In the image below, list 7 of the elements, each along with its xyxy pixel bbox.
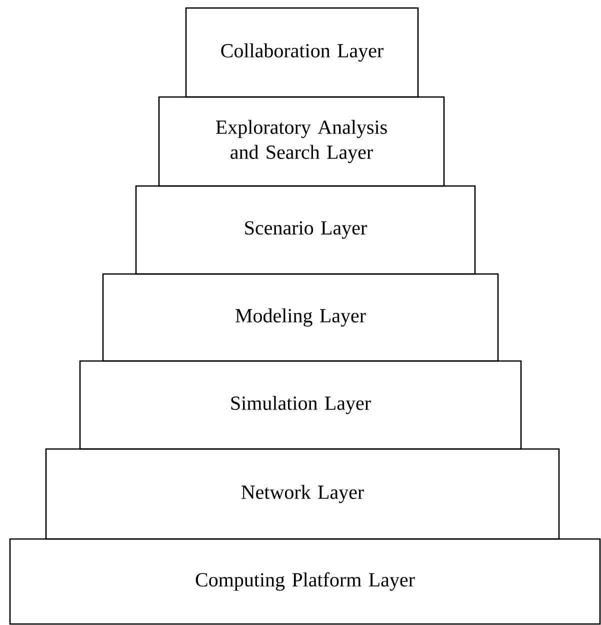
layer-box: Network Layer xyxy=(45,448,560,540)
layer-box: Scenario Layer xyxy=(135,185,476,275)
layer-box: Computing Platform Layer xyxy=(9,538,601,625)
layer-box: Collaboration Layer xyxy=(185,7,419,98)
layer-box: Simulation Layer xyxy=(79,360,522,450)
layer-box: Exploratory Analysis and Search Layer xyxy=(158,96,445,187)
layer-box: Modeling Layer xyxy=(102,273,499,362)
